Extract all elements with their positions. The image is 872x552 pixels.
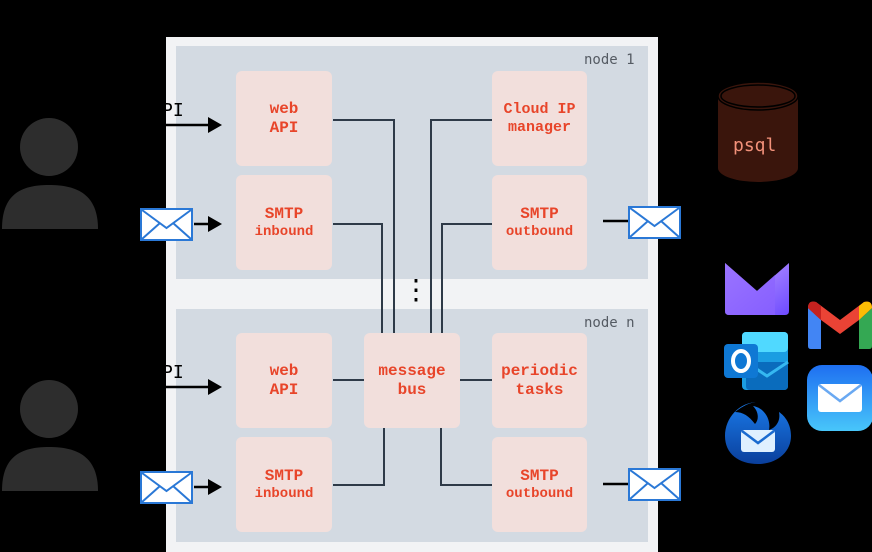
smtp-out-line-1: SMTP xyxy=(520,205,559,224)
smtp-in-line-1: SMTP xyxy=(264,205,304,224)
envelope-icon xyxy=(628,468,681,501)
smtp-out-line-2: outbound xyxy=(505,223,574,240)
arrow-head-api-n xyxy=(208,379,222,395)
web-api-line-1: web xyxy=(269,100,299,119)
more-nodes-ellipsis: ⋮ xyxy=(402,273,430,306)
web-api-box-1: web API xyxy=(236,71,332,166)
smtp-out-n-line-1: SMTP xyxy=(520,467,559,486)
node-1-label: node 1 xyxy=(584,52,635,68)
envelope-icon xyxy=(140,208,193,241)
line-smtp-in-n xyxy=(333,428,385,486)
apple-mail-icon xyxy=(807,365,872,431)
arrow-head-mail-1 xyxy=(208,216,222,232)
envelope-icon xyxy=(140,471,193,504)
gmail-icon xyxy=(808,301,872,349)
periodic-line-1: periodic xyxy=(501,362,578,381)
smtp-in-line-2: inbound xyxy=(254,223,314,240)
database-icon xyxy=(717,81,799,182)
line-smtp-out-1 xyxy=(441,223,492,334)
bus-line-2: bus xyxy=(397,380,427,399)
smtp-out-n-line-2: outbound xyxy=(505,485,574,502)
database-label: psql xyxy=(733,135,777,156)
node-n-label: node n xyxy=(584,315,635,331)
bus-line-1: message xyxy=(378,362,446,381)
smtp-outbound-box-n: SMTP outbound xyxy=(492,437,587,532)
smtp-inbound-box-1: SMTP inbound xyxy=(236,175,332,270)
api-label-1: PI xyxy=(162,100,184,121)
arrow-head-api-1 xyxy=(208,117,222,133)
smtp-in-n-line-2: inbound xyxy=(254,485,314,502)
api-label-n: PI xyxy=(162,362,184,383)
smtp-in-n-line-1: SMTP xyxy=(264,467,304,486)
web-api-n-line-2: API xyxy=(269,380,299,399)
web-api-n-line-1: web xyxy=(269,362,299,381)
web-api-box-n: web API xyxy=(236,333,332,428)
arrow-head-mail-n xyxy=(208,479,222,495)
smtp-outbound-box-1: SMTP outbound xyxy=(492,175,587,270)
cloud-ip-manager-box: Cloud IP manager xyxy=(492,71,587,166)
outlook-icon xyxy=(724,332,789,390)
line-web-api-1 xyxy=(333,119,395,334)
ip-manager-line-1: Cloud IP xyxy=(503,101,576,119)
line-smtp-out-n xyxy=(440,428,492,486)
user-icon xyxy=(2,118,98,229)
periodic-tasks-box: periodic tasks xyxy=(492,333,587,428)
line-smtp-in-1 xyxy=(333,223,383,334)
periodic-line-2: tasks xyxy=(515,380,564,399)
user-icon xyxy=(2,380,98,491)
line-ip-manager-1 xyxy=(430,119,492,334)
web-api-line-2: API xyxy=(269,118,299,137)
ip-manager-line-2: manager xyxy=(507,118,571,136)
proton-mail-icon xyxy=(725,263,789,315)
message-bus-box: message bus xyxy=(364,333,460,428)
thunderbird-icon xyxy=(725,402,791,464)
smtp-inbound-box-n: SMTP inbound xyxy=(236,437,332,532)
envelope-icon xyxy=(628,206,681,239)
